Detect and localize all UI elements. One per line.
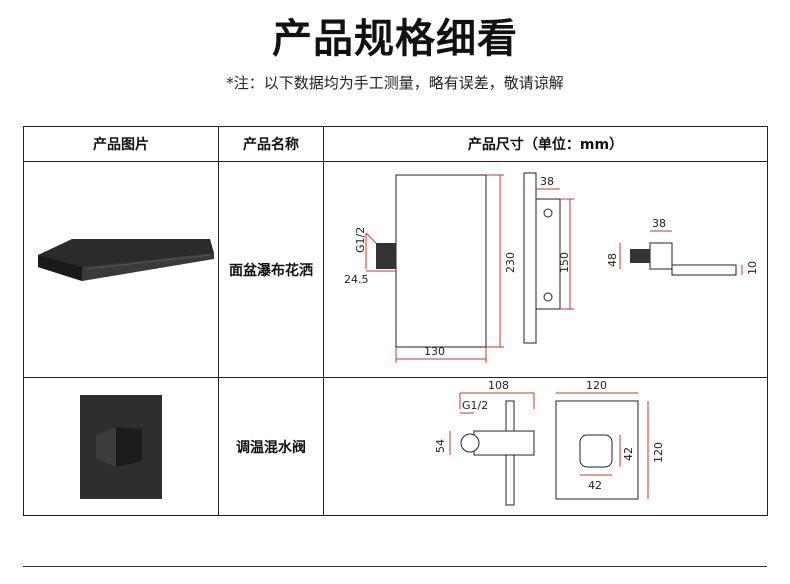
dim-thread: G1/2 — [354, 226, 367, 252]
mixing-valve-image — [80, 394, 162, 499]
dim-120-w: 120 — [586, 379, 607, 392]
table-row: 面盆瀑布花洒 130 230 — [23, 161, 768, 378]
dim-150: 150 — [558, 252, 571, 273]
dim-38-a: 38 — [540, 175, 554, 188]
valve-dimension-drawing: 108 G1/2 54 120 120 42 42 — [434, 379, 665, 505]
dim-thread: G1/2 — [462, 399, 488, 412]
dim-130: 130 — [424, 345, 445, 358]
dim-42-h: 42 — [622, 447, 635, 461]
dim-230: 230 — [504, 252, 517, 273]
spout-dimension-drawing: 130 230 24.5 G1/2 38 150 — [344, 172, 759, 363]
waterfall-spout-image — [38, 238, 214, 281]
page-title: 产品规格细看 — [272, 16, 518, 62]
table-row: 调温混水阀 108 G1/2 54 — [23, 377, 768, 516]
product-image-cell — [23, 377, 219, 516]
table-header-row: 产品图片 产品名称 产品尺寸（单位：mm） — [23, 126, 768, 162]
dim-10: 10 — [746, 261, 759, 275]
dim-54: 54 — [434, 439, 447, 453]
product-image-cell — [23, 161, 219, 378]
dim-108: 108 — [488, 379, 509, 392]
bottom-divider — [23, 566, 767, 567]
product-name: 调温混水阀 — [218, 377, 324, 516]
measurement-note: *注：以下数据均为手工测量，略有误差，敬请谅解 — [226, 74, 564, 92]
header-image: 产品图片 — [23, 126, 219, 162]
product-name: 面盆瀑布花洒 — [218, 161, 324, 378]
dimension-drawing-cell: 130 230 24.5 G1/2 38 150 — [323, 161, 768, 378]
spec-table: 产品图片 产品名称 产品尺寸（单位：mm） 面盆瀑布花洒 — [23, 126, 768, 516]
dim-38-b: 38 — [652, 217, 666, 230]
header-size: 产品尺寸（单位：mm） — [323, 126, 768, 162]
header-name: 产品名称 — [218, 126, 324, 162]
dim-42-w: 42 — [588, 479, 602, 492]
dim-48: 48 — [606, 253, 619, 267]
dim-120-h: 120 — [652, 442, 665, 463]
dimension-drawing-cell: 108 G1/2 54 120 120 42 42 — [323, 377, 768, 516]
dim-24-5: 24.5 — [344, 273, 369, 286]
